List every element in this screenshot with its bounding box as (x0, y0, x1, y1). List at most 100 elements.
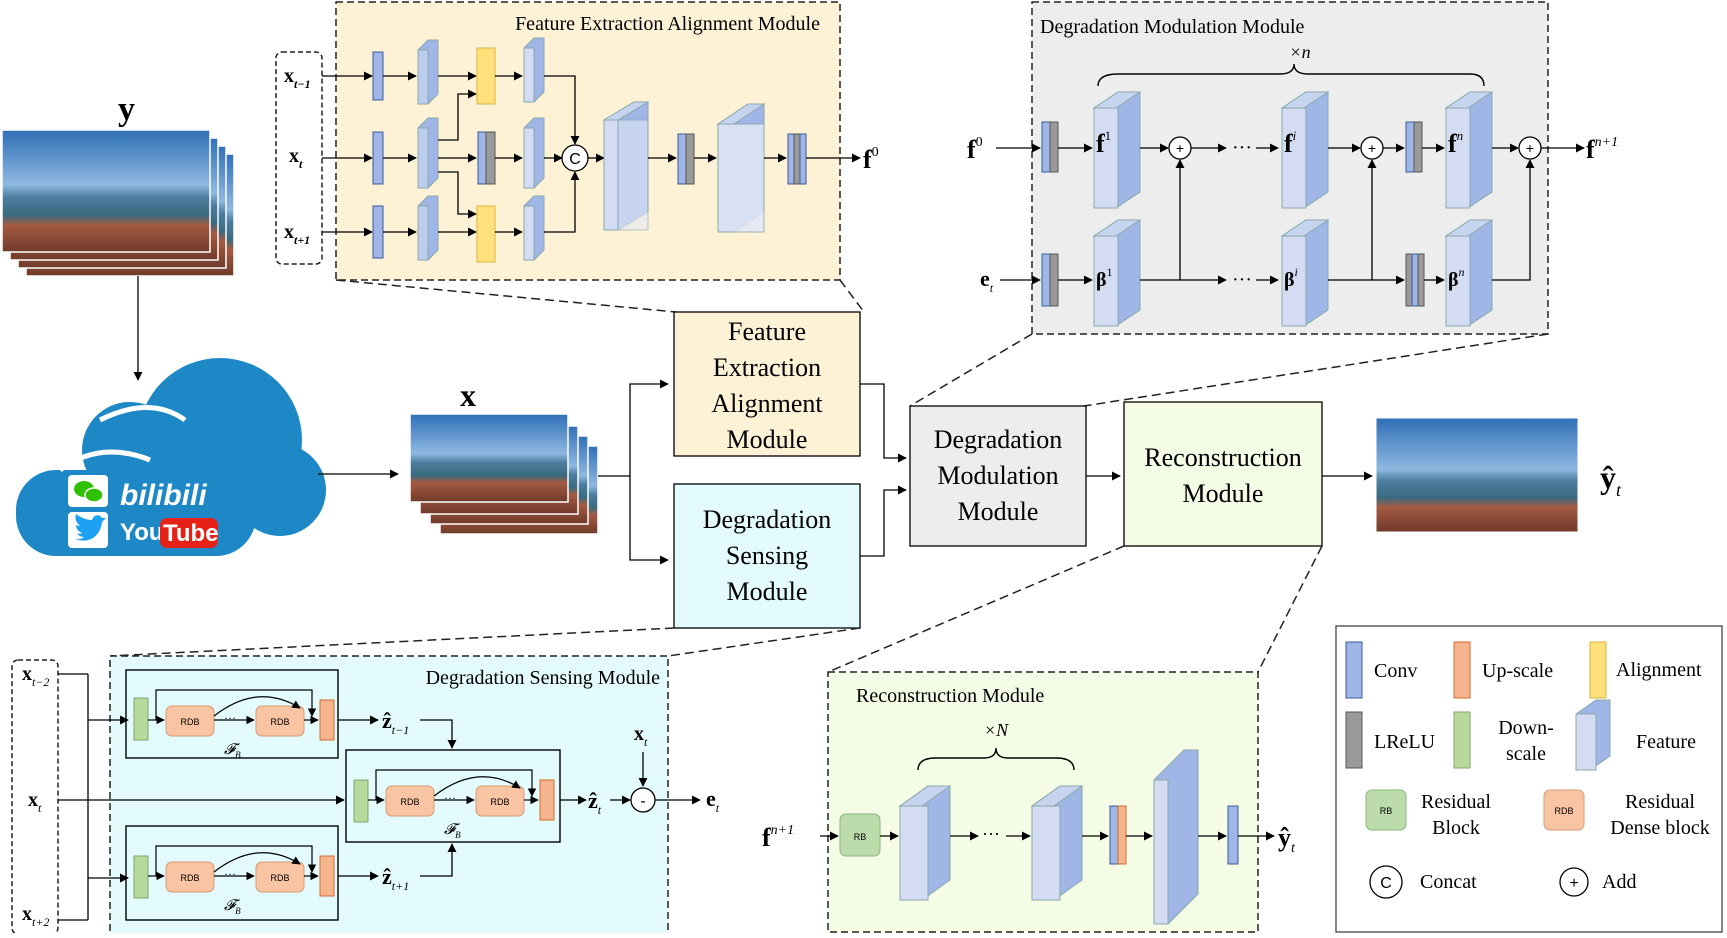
fea-panel: Feature Extraction Alignment Module xt−1… (275, 1, 879, 281)
svg-text:···: ··· (444, 791, 456, 805)
svg-text:···: ··· (1232, 137, 1252, 159)
legend-add: Add (1602, 871, 1636, 893)
dmm-label-f1: f1 (1096, 128, 1111, 158)
fea-input-frames-box (275, 51, 323, 265)
dsm-x-plus2: xt+2 (22, 903, 49, 929)
svg-text:Alignment: Alignment (711, 389, 823, 418)
dmm-panel-title: Degradation Modulation Module (1040, 16, 1305, 38)
dmm-feature-beta1 (1092, 219, 1142, 327)
dmm-brace (1097, 63, 1485, 87)
svg-text:C: C (569, 151, 581, 168)
dsm-z-prev: ẑt−1 (382, 708, 409, 737)
dmm-conv-lrelu-e2 (1405, 253, 1425, 307)
rm-conv-upscale (1109, 805, 1127, 865)
fea-feature-1a (417, 39, 439, 105)
fea-x-plus1: xt+1 (284, 221, 310, 247)
fea-panel-title: Feature Extraction Alignment Module (515, 13, 820, 35)
svg-text:Extraction: Extraction (713, 353, 821, 382)
degraded-x-frames (409, 413, 599, 535)
input-y-frames (1, 129, 235, 277)
svg-text:+: + (1176, 140, 1184, 156)
output-image (1375, 417, 1579, 533)
svg-text:Sensing: Sensing (726, 541, 808, 570)
legend-rdb-2: Dense block (1610, 817, 1709, 839)
fea-conv-lrelu-conv (787, 133, 807, 185)
svg-text:Feature: Feature (728, 317, 806, 346)
dsm-output-et: et (706, 786, 720, 815)
fea-big-feature-2 (716, 103, 766, 233)
cloud-platform: bilibili You Tube (16, 358, 326, 556)
legend-rb-2: Block (1432, 817, 1480, 839)
fea-conv-lrelu-2 (477, 131, 496, 185)
dmm-feature-fn (1444, 91, 1494, 209)
output-yhat-label: ŷt (1600, 459, 1622, 500)
rm-panel: Reconstruction Module ×N fn+1 RB ··· (762, 671, 1296, 933)
legend-rdb-1: Residual (1625, 791, 1695, 813)
svg-text:RDB: RDB (180, 717, 199, 727)
dsm-x-t-sub: xt (634, 723, 648, 749)
rm-output-yhat: ŷt (1278, 823, 1296, 856)
dmm-label-fi: fi (1284, 128, 1297, 158)
svg-text:RB: RB (854, 832, 867, 842)
rm-brace (917, 747, 1075, 771)
legend-downscale-swatch (1453, 711, 1471, 769)
dsm-panel: Degradation Sensing Module xt−2 xt xt+2 … (11, 655, 720, 935)
dsm-subnet-center: RDB ··· RDB 𝓕B (345, 749, 561, 843)
fea-conv-lrelu-4 (677, 133, 695, 185)
svg-text:Degradation: Degradation (934, 425, 1063, 454)
svg-text:RDB: RDB (180, 873, 199, 883)
youtube-icon (160, 518, 218, 548)
rm-input-fn1: fn+1 (762, 823, 794, 852)
legend: Conv Up-scale Alignment LReLU Down- scal… (1335, 625, 1723, 933)
fea-block[interactable]: Feature Extraction Alignment Module (673, 311, 861, 457)
fea-feature-3a (417, 195, 439, 261)
svg-text:Module: Module (958, 497, 1039, 526)
fea-alignment-1 (476, 47, 496, 105)
legend-rb-swatch (1365, 789, 1407, 831)
legend-upscale-swatch (1453, 641, 1471, 699)
legend-lrelu-swatch (1345, 711, 1363, 769)
rm-feature-1 (898, 785, 952, 901)
svg-text:+: + (1526, 140, 1534, 156)
fea-alignment-3 (476, 205, 496, 263)
dmm-repeat-n: ×n (1289, 42, 1310, 62)
dmm-input-f0: f0 (967, 135, 983, 164)
dmm-block[interactable]: Degradation Modulation Module (909, 405, 1087, 547)
rm-final-conv (1227, 805, 1239, 865)
svg-text:RDB: RDB (270, 717, 289, 727)
dsm-subnet-prev: RDB ··· RDB 𝓕B (125, 669, 339, 760)
svg-text:+: + (1368, 140, 1376, 156)
legend-conv-swatch (1345, 641, 1363, 699)
svg-text:Degradation: Degradation (703, 505, 832, 534)
degraded-x-label: x (460, 377, 476, 413)
dmm-label-beta1: β1 (1096, 265, 1113, 291)
legend-alignment-swatch (1589, 641, 1607, 699)
fea-big-feature-1 (602, 101, 650, 231)
legend-feature-swatch (1575, 699, 1611, 771)
dsm-block[interactable]: Degradation Sensing Module (673, 483, 861, 629)
rm-residual-block (839, 813, 881, 857)
bilibili-icon: bilibili (120, 479, 207, 512)
dmm-feature-fi (1280, 91, 1330, 209)
rm-repeat-N: ×N (984, 720, 1009, 740)
svg-text:Reconstruction: Reconstruction (1144, 443, 1301, 472)
fea-feature-1b (523, 37, 545, 103)
svg-text:RDB: RDB (270, 873, 289, 883)
dsm-x-t: xt (28, 789, 42, 815)
fea-conv-1a (372, 51, 384, 101)
dmm-feature-betan (1444, 219, 1494, 327)
legend-downscale-2: scale (1506, 743, 1546, 765)
dmm-feature-betai (1280, 219, 1330, 327)
fea-x-minus1: xt−1 (284, 65, 311, 91)
dmm-output-fn1: fn+1 (1586, 135, 1618, 164)
svg-text:Module: Module (727, 425, 808, 454)
rm-block[interactable]: Reconstruction Module (1123, 401, 1323, 547)
dmm-label-betan: βn (1448, 265, 1465, 291)
dmm-feature-f1 (1092, 91, 1142, 209)
legend-alignment: Alignment (1616, 659, 1702, 681)
legend-conv: Conv (1374, 660, 1417, 682)
legend-downscale-1: Down- (1498, 717, 1554, 739)
fea-conv-3a (372, 205, 384, 259)
dmm-conv-lrelu-f2 (1405, 121, 1423, 173)
